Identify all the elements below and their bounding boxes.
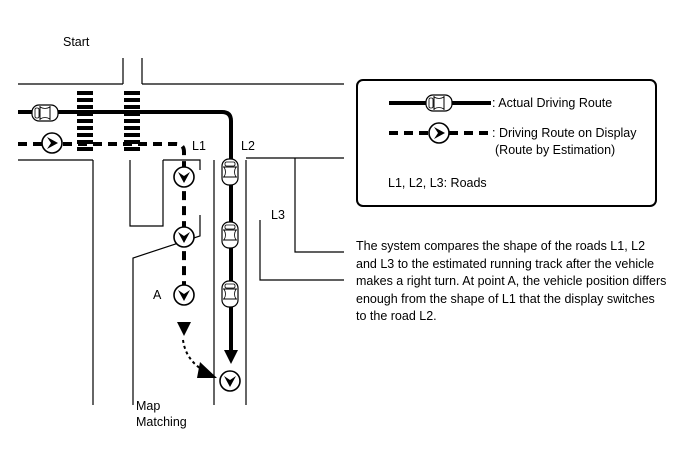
switch-route-curve: [182, 339, 209, 374]
display-position-marker-icon: [173, 166, 195, 188]
road-l3-label: L3: [271, 208, 285, 222]
legend: [356, 79, 657, 207]
actual-driving-route: [18, 110, 233, 350]
arrow-switch-icon: [197, 362, 217, 378]
car-icon: [221, 221, 239, 249]
road-outlines: [18, 58, 344, 405]
legend-display-route-note: (Route by Estimation): [495, 143, 616, 157]
display-driving-route: [18, 142, 186, 310]
arrow-down-icon: [224, 350, 238, 364]
arrow-down-icon: [177, 322, 191, 336]
road-l1-label: L1: [192, 139, 206, 153]
legend-display-route: : Driving Route on Display: [492, 126, 637, 140]
car-icon: [31, 104, 59, 122]
display-position-marker-icon: [219, 370, 241, 392]
car-icon: [221, 158, 239, 186]
map-matching-label-line1: Map: [136, 399, 161, 413]
road-l2-label: L2: [241, 139, 255, 153]
legend-actual-route: : Actual Driving Route: [492, 96, 613, 110]
description-text: The system compares the shape of the roa…: [356, 239, 667, 323]
point-a-label: A: [153, 288, 162, 302]
map-matching-label-line2: Matching: [136, 415, 187, 429]
display-position-marker-icon: [173, 226, 195, 248]
legend-graphics: [389, 94, 491, 144]
start-label: Start: [63, 35, 90, 49]
display-position-marker-icon: [173, 284, 195, 306]
display-position-marker-icon: [41, 132, 63, 154]
legend-roads: L1, L2, L3: Roads: [388, 176, 487, 190]
car-icon: [221, 280, 239, 308]
